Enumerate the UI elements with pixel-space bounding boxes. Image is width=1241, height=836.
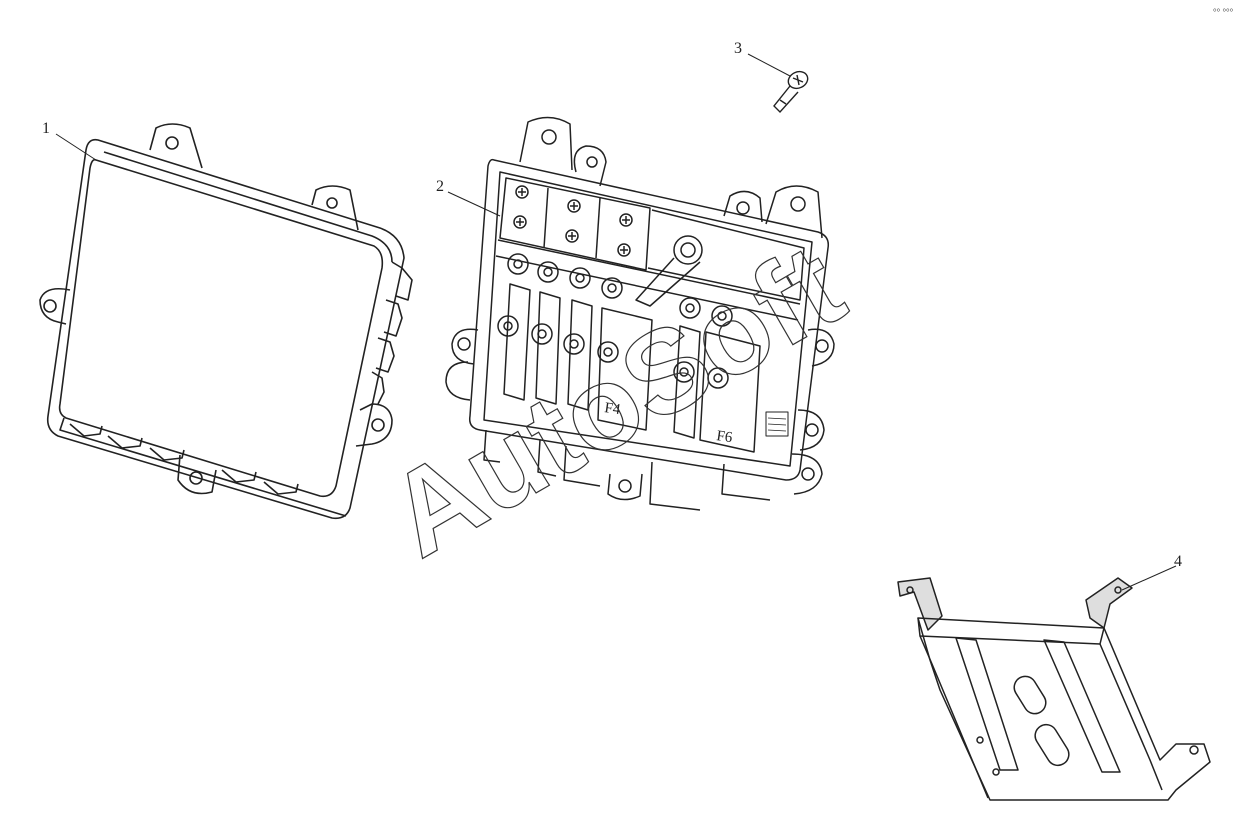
fuse-label-f4: F4 <box>603 400 621 418</box>
corner-marks: °° °°° <box>1213 7 1234 17</box>
leader-lines <box>55 53 1177 591</box>
callout-4: 4 <box>1174 553 1182 570</box>
part-1-cover <box>39 123 413 520</box>
callout-1: 1 <box>42 120 50 137</box>
part-3-screw <box>773 70 809 114</box>
upper-screws <box>513 185 633 257</box>
part-2-fuse-box <box>445 116 835 511</box>
part-4-bracket <box>897 577 1211 801</box>
fuse-label-f6: F6 <box>715 428 733 446</box>
watermark-text: AutoSoft <box>367 219 864 582</box>
callout-2: 2 <box>436 178 444 195</box>
callout-3: 3 <box>734 40 742 57</box>
fuse-nuts <box>497 253 733 389</box>
